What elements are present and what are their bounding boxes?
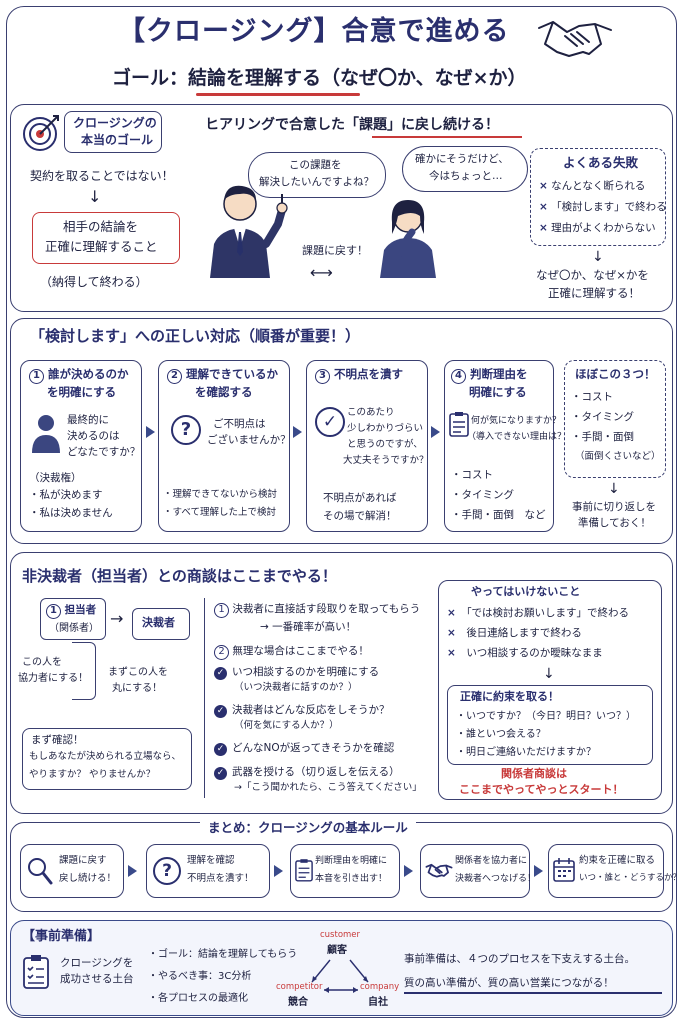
question-icon: ? [171, 415, 201, 445]
goal-line: ゴール：結論を理解する（なぜ〇か、なぜ×か） [112, 67, 527, 89]
person-icon [32, 415, 60, 453]
point-1-sub: → 一番確率が高い！ [260, 621, 357, 633]
summary-item-1: 課題に戻す 戻し続ける！ [20, 844, 124, 898]
right-arrow: → [110, 609, 124, 628]
summary-item-3: 判断理由を明確に 本音を引き出す！ [290, 844, 400, 898]
handshake-icon [425, 863, 453, 878]
down-arrow: ↓ [543, 666, 555, 682]
check-icon: ✓ [214, 767, 227, 780]
check-icon: ✓ [214, 743, 227, 756]
check-item: ✓決裁者はどんな反応をしそうか？ [214, 704, 390, 718]
flow-arrow [534, 865, 543, 877]
company-en: company [360, 982, 400, 992]
flow-arrow [274, 865, 283, 877]
clipboard-icon [449, 412, 469, 437]
goal-underline [196, 93, 360, 96]
flow-arrow [404, 865, 413, 877]
summary-item-5: 約束を正確に取る いつ・誰と・どうするか？ [548, 844, 681, 898]
return-label: 課題に戻す！ [302, 244, 368, 257]
flow-arrow [431, 426, 440, 438]
down-arrow: ↓ [88, 187, 102, 206]
hearing-underline [372, 136, 522, 138]
check-item: ✓どんなNOが返ってきそうかを確認 [214, 742, 394, 756]
not-contract-text: 契約を取ることではない！ [30, 169, 174, 183]
thought-bubble-woman: 確かにそうだけど、 今はちょっと… [402, 146, 528, 192]
check-icon: ✓ [214, 667, 227, 680]
magnifier-icon [28, 858, 53, 885]
understand-conclusion: なぜ〇か、なぜ×かを [536, 268, 649, 282]
true-goal-box: 相手の結論を 正確に理解すること [32, 212, 180, 264]
prep-summary-2: 質の高い準備が、質の高い営業につながる！ [404, 977, 614, 989]
prep-label-2: 成功させる土台 [60, 973, 134, 985]
speech-bubble-man: この課題を 解決したいんですよね？ [248, 152, 386, 198]
three-c-arrows [311, 959, 369, 993]
three-reasons-box: ほぼこの３つ！ ・コスト ・タイミング ・手間・面倒 （面倒くさいなど） [564, 360, 666, 478]
flow-arrow [128, 865, 137, 877]
failure-item: 理由がよくわからない [551, 222, 656, 234]
section3-title: 非決裁者（担当者）との商談はここまでやる！ [22, 567, 337, 585]
prep-title: 【事前準備】 [22, 929, 101, 944]
flow-arrow [293, 426, 302, 438]
kessaisha-box: 決裁者 [132, 608, 190, 640]
ng-box: やってはいけないこと × 「では検討お願いします」で終わる × 後日連絡しますで… [438, 580, 662, 800]
kyoryoku-text: この人を [22, 657, 62, 668]
failure-item: 「検討します」で終わる [551, 201, 667, 213]
check-item: ✓武器を授ける（切り返しを伝える） [214, 766, 400, 780]
connector-line [72, 642, 96, 700]
step-3-card: 3 不明点を潰す ✓ このあたり 少しわかりづらい と思うのですが、 大丈夫そう… [306, 360, 429, 532]
step-1-card: 1 誰が決めるのか を明確にする 最終的に 決めるのは どなたですか？ （決裁権… [20, 360, 142, 532]
section-preparation [10, 920, 673, 1016]
until-convinced: （納得して終わる） [40, 275, 148, 289]
check-item: ✓いつ相談するのかを明確にする [214, 666, 379, 680]
customer-illustration [380, 200, 436, 278]
confirm-box: まず確認！ もしあなたが決められる立場なら、 やりますか？ やりませんか？ [22, 728, 192, 790]
check-circle-icon: ✓ [315, 407, 345, 437]
prepare-rebuttal-2: 準備しておく！ [578, 517, 651, 529]
handshake-icon [538, 21, 612, 57]
competitor-en: competitor [276, 982, 323, 992]
double-arrow: ⟷ [310, 263, 333, 282]
tanto-box: 1 担当者 （関係者） [40, 598, 106, 640]
customer-jp: 顧客 [327, 945, 347, 956]
point-2: 2 無理な場合はここまでやる！ [214, 644, 369, 660]
page-title: 【クロージング】合意で進める [118, 16, 510, 47]
section4-title: まとめ：クロージングの基本ルール [200, 820, 416, 837]
prep-summary: 事前準備は、４つのプロセスを下支えする土台。 [404, 953, 635, 965]
company-jp: 自社 [368, 997, 388, 1008]
flow-arrow [146, 426, 155, 438]
down-arrow: ↓ [592, 249, 604, 265]
promise-box: 正確に約束を取る！ ・いつですか？（今日？明日？いつ？） ・誰といつ会える？ ・… [447, 685, 653, 765]
clipboard-icon [295, 859, 313, 882]
calendar-icon [553, 858, 575, 882]
target-icon [23, 115, 59, 151]
salesman-illustration [210, 185, 288, 278]
prep-label: クロージングを [60, 957, 134, 969]
step-4-card: 4 判断理由を 明確にする 何が気になりますか？ （導入できない理由は？） ・コ… [444, 360, 575, 532]
kyoryoku-text-2: 協力者にする！ [18, 673, 89, 684]
summary-underline [404, 992, 662, 994]
down-arrow: ↓ [608, 481, 620, 497]
customer-en: customer [320, 930, 361, 940]
competitor-jp: 競合 [288, 997, 308, 1008]
understand-conclusion-2: 正確に理解する！ [548, 286, 640, 300]
check-icon: ✓ [214, 705, 227, 718]
summary-item-4: 関係者を協力者に 決裁者へつなげる！ [420, 844, 536, 898]
question-icon: ? [153, 857, 181, 885]
hearing-text: ヒアリングで合意した「課題」に戻し続ける！ [205, 117, 499, 133]
prepare-rebuttal: 事前に切り返しを [572, 501, 656, 513]
maru-text: まずこの人を [108, 667, 168, 678]
checklist-icon [23, 955, 49, 989]
summary-item-2: ? 理解を確認 不明点を潰す！ [146, 844, 270, 898]
failures-box: よくある失敗 × なんとなく断られる × 「検討します」で終わる × 理由がよく… [530, 148, 667, 246]
section2-title: 「検討します」への正しい対応（順番が重要！） [30, 327, 361, 345]
divider [204, 598, 206, 798]
failure-item: なんとなく断られる [551, 180, 646, 192]
goal-badge: クロージングの 本当のゴール [64, 111, 162, 153]
step-2-card: 2 理解できているか を確認する ? ご不明点は ございませんか？ ・理解できて… [158, 360, 291, 532]
point-1: 1 決裁者に直接話す段取りを取ってもらう [214, 602, 420, 618]
maru-text-2: 丸にする！ [112, 683, 163, 694]
